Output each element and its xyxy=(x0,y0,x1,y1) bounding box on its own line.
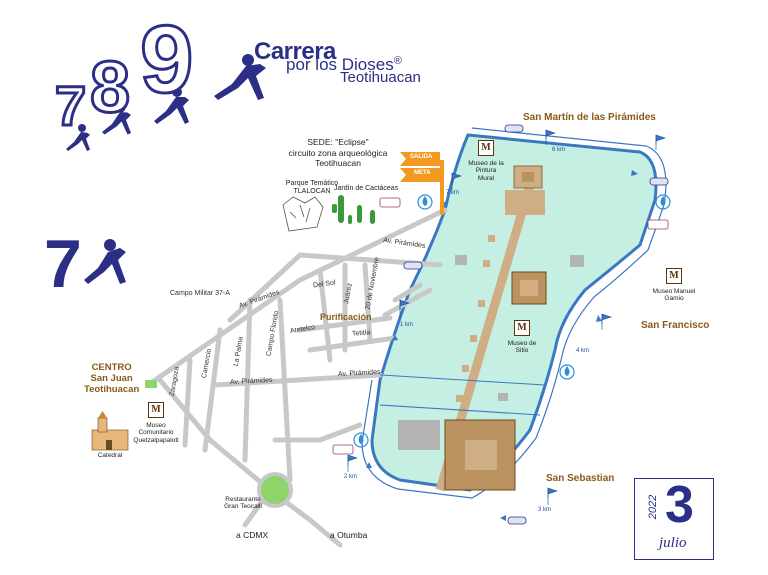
centro-line1: CENTRO xyxy=(91,362,132,373)
km-marker-7: 7 km xyxy=(446,190,460,196)
sede-line3: Teotihuacan xyxy=(315,158,361,169)
plaza-moon xyxy=(505,190,545,215)
place-san-martin: San Martín de las Pirámides xyxy=(523,112,656,123)
salida-label: SALIDA xyxy=(410,154,433,160)
canal xyxy=(379,374,546,386)
runner-icon-7km xyxy=(84,239,126,284)
museum-icon: M xyxy=(514,320,530,336)
parque-sketch xyxy=(282,196,324,232)
side-structures xyxy=(456,235,495,402)
place-san-francisco: San Francisco xyxy=(641,320,710,331)
date-year: 2022 xyxy=(647,494,660,520)
roundabout xyxy=(257,472,293,508)
pyramid-moon-top xyxy=(522,172,534,182)
runner-icons xyxy=(66,54,266,151)
km-flags xyxy=(347,129,666,505)
place-purificacion: Purificación xyxy=(320,312,372,322)
building-block xyxy=(455,255,467,265)
museum-icon: M xyxy=(666,268,682,284)
landmark-jardin: Jardín de Cactáceas xyxy=(334,185,399,192)
header-digit-8: 8 xyxy=(88,48,131,128)
title-dioses-text: por los Dioses xyxy=(286,55,394,74)
cactus-icons xyxy=(332,195,375,224)
ambulance-icons xyxy=(332,197,669,455)
title-carrera: Carrera xyxy=(254,38,336,65)
title-teotihuacan: Teotihuacan xyxy=(340,69,421,86)
header-digit-9: 9 xyxy=(138,6,194,113)
museum-icon: M xyxy=(478,140,494,156)
landmark-museo-pintura: Museo de la Pintura Mural xyxy=(468,160,504,182)
place-san-sebastian: San Sebastian xyxy=(546,473,615,484)
canal xyxy=(379,404,541,416)
place-centro: CENTRO San Juan Teotihuacan xyxy=(84,362,140,396)
building-block xyxy=(570,255,584,267)
distance-number: 7 xyxy=(44,226,82,302)
km-marker-1: 1 km xyxy=(400,322,414,328)
landmark-museo-sitio: Museo de Sitio xyxy=(507,340,537,355)
centro-line3: Teotihuacan xyxy=(84,383,140,395)
cathedral-icon xyxy=(91,411,129,451)
landmark-parque-tematico: Parque Temático TLALOCAN xyxy=(285,180,339,195)
museum-icon: M xyxy=(148,402,164,418)
ciudadela-temple xyxy=(465,440,497,470)
km-marker-4: 4 km xyxy=(576,348,590,354)
place-campo-militar: Campo Militar 37-A xyxy=(170,290,230,297)
km-marker-2: 2 km xyxy=(344,474,358,480)
distance-unit: km xyxy=(104,274,116,283)
pyramid-sun-top xyxy=(520,280,538,296)
landmark-restaurante: Restaurante Gran Teocalli xyxy=(224,496,262,511)
title-registered-mark: ® xyxy=(393,55,402,67)
place-a-cdmx: a CDMX xyxy=(236,530,269,540)
building-block xyxy=(498,393,508,401)
building-block xyxy=(398,420,440,450)
title-dioses: por los Dioses® xyxy=(286,55,402,75)
meta-label: META xyxy=(414,170,431,176)
landmark-museo-gamio: Museo Manuel Gamio xyxy=(652,288,696,303)
date-month: julio xyxy=(659,535,687,551)
date-badge: 2022 3 julio xyxy=(634,478,714,560)
place-a-otumba: a Otumba xyxy=(330,530,368,540)
sede-info: SEDE: "Eclipse" circuito zona arqueológi… xyxy=(283,137,393,169)
landmark-museo-comunitario: Museo Comunitario Quetzalpapalotl xyxy=(133,422,179,444)
start-finish-banner xyxy=(400,152,444,215)
km-marker-6: 6 km xyxy=(552,147,566,153)
landmark-catedral: Catedral xyxy=(97,452,123,459)
plaza xyxy=(145,380,157,388)
km-marker-3: 3 km xyxy=(538,507,552,513)
water-drop-icons xyxy=(358,196,666,444)
centro-line2: San Juan xyxy=(90,372,133,384)
sede-line1: SEDE: "Eclipse" xyxy=(307,137,369,147)
header-digit-7: 7 xyxy=(53,74,87,137)
car-icons xyxy=(403,124,669,525)
water-drop-rings xyxy=(353,194,671,448)
sede-line2: circuito zona arqueológica xyxy=(288,147,388,158)
date-day: 3 xyxy=(665,476,694,534)
